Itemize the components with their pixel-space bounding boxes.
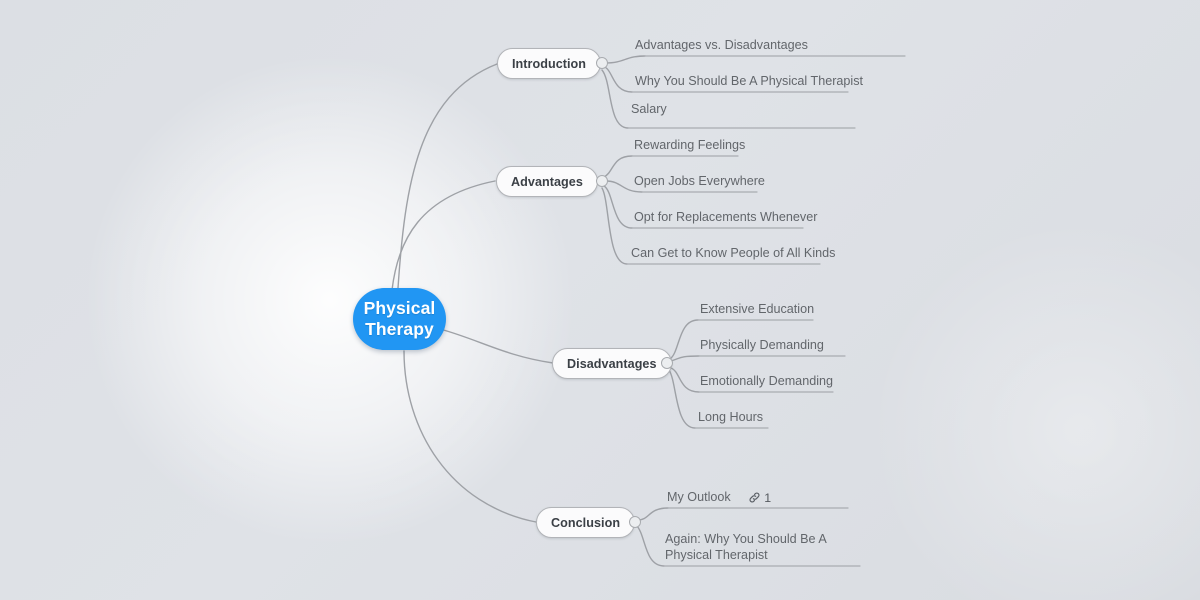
branch-label-conclusion: Conclusion	[551, 515, 621, 530]
link-dis-child-2	[670, 367, 700, 393]
link-root-conclusion	[403, 350, 537, 523]
link-intro-child-2	[601, 69, 629, 129]
leaf-item-adv-0[interactable]: Rewarding Feelings	[634, 137, 745, 153]
branch-node-disadvantages[interactable]: Disadvantages	[552, 348, 672, 379]
leaf-label: Can Get to Know People of All Kinds	[631, 246, 836, 260]
leaf-item-dis-3[interactable]: Long Hours	[698, 409, 763, 425]
leaf-label: Opt for Replacements Whenever	[634, 210, 818, 224]
leaf-item-con-1[interactable]: Again: Why You Should Be A Physical Ther…	[665, 531, 861, 563]
link-dis-child-0	[669, 319, 699, 360]
collapse-toggle-disadvantages[interactable]	[661, 357, 673, 369]
link-root-disadvantages	[439, 328, 554, 364]
collapse-toggle-conclusion[interactable]	[629, 516, 641, 528]
link-root-advantages	[391, 180, 496, 291]
leaf-item-intro-0[interactable]: Advantages vs. Disadvantages	[635, 37, 808, 53]
leaf-label: Emotionally Demanding	[700, 374, 834, 388]
link-dis-child-1	[670, 355, 700, 362]
link-adv-child-3	[601, 187, 628, 265]
branch-node-conclusion[interactable]: Conclusion	[536, 507, 636, 538]
leaf-label: Physically Demanding	[700, 338, 824, 352]
link-con-child-0	[637, 507, 669, 521]
branch-label-advantages: Advantages	[511, 174, 583, 189]
attachment-count: 1	[764, 490, 772, 505]
link-con-child-1	[635, 524, 665, 567]
branch-node-introduction[interactable]: Introduction	[497, 48, 602, 79]
leaf-label: Again: Why You Should Be A Physical Ther…	[665, 532, 827, 562]
link-dis-child-3	[668, 369, 696, 429]
leaf-label: Advantages vs. Disadvantages	[635, 38, 808, 52]
branch-label-disadvantages: Disadvantages	[567, 356, 657, 371]
leaf-label: Why You Should Be A Physical Therapist	[635, 74, 863, 88]
leaf-item-adv-3[interactable]: Can Get to Know People of All Kinds	[631, 245, 835, 261]
leaf-item-con-0[interactable]: My Outlook 1	[667, 489, 771, 506]
leaf-label: Open Jobs Everywhere	[634, 174, 765, 188]
leaf-label: Rewarding Feelings	[634, 138, 746, 152]
leaf-item-dis-2[interactable]: Emotionally Demanding	[700, 373, 833, 389]
collapse-toggle-introduction[interactable]	[596, 57, 608, 69]
leaf-item-adv-2[interactable]: Opt for Replacements Whenever	[634, 209, 817, 225]
leaf-label: Salary	[631, 102, 667, 116]
link-adv-child-0	[603, 155, 633, 178]
leaf-item-intro-1[interactable]: Why You Should Be A Physical Therapist	[635, 73, 863, 89]
attachment-badge[interactable]: 1	[748, 490, 771, 506]
root-node[interactable]: Physical Therapy	[353, 288, 446, 350]
link-icon	[748, 491, 761, 504]
leaf-item-intro-2[interactable]: Salary	[631, 101, 667, 117]
link-root-introduction	[397, 63, 498, 289]
leaf-item-dis-1[interactable]: Physically Demanding	[700, 337, 824, 353]
collapse-toggle-advantages[interactable]	[596, 175, 608, 187]
root-node-label: Physical Therapy	[363, 297, 436, 339]
leaf-item-adv-1[interactable]: Open Jobs Everywhere	[634, 173, 765, 189]
leaf-item-dis-0[interactable]: Extensive Education	[700, 301, 814, 317]
leaf-label: Extensive Education	[700, 302, 815, 316]
branch-node-advantages[interactable]: Advantages	[496, 166, 598, 197]
branch-label-introduction: Introduction	[512, 56, 587, 71]
leaf-label: My Outlook	[667, 490, 731, 504]
link-intro-child-0	[604, 55, 646, 64]
link-adv-child-2	[603, 185, 633, 229]
link-intro-child-1	[602, 65, 633, 93]
leaf-label: Long Hours	[698, 410, 764, 424]
